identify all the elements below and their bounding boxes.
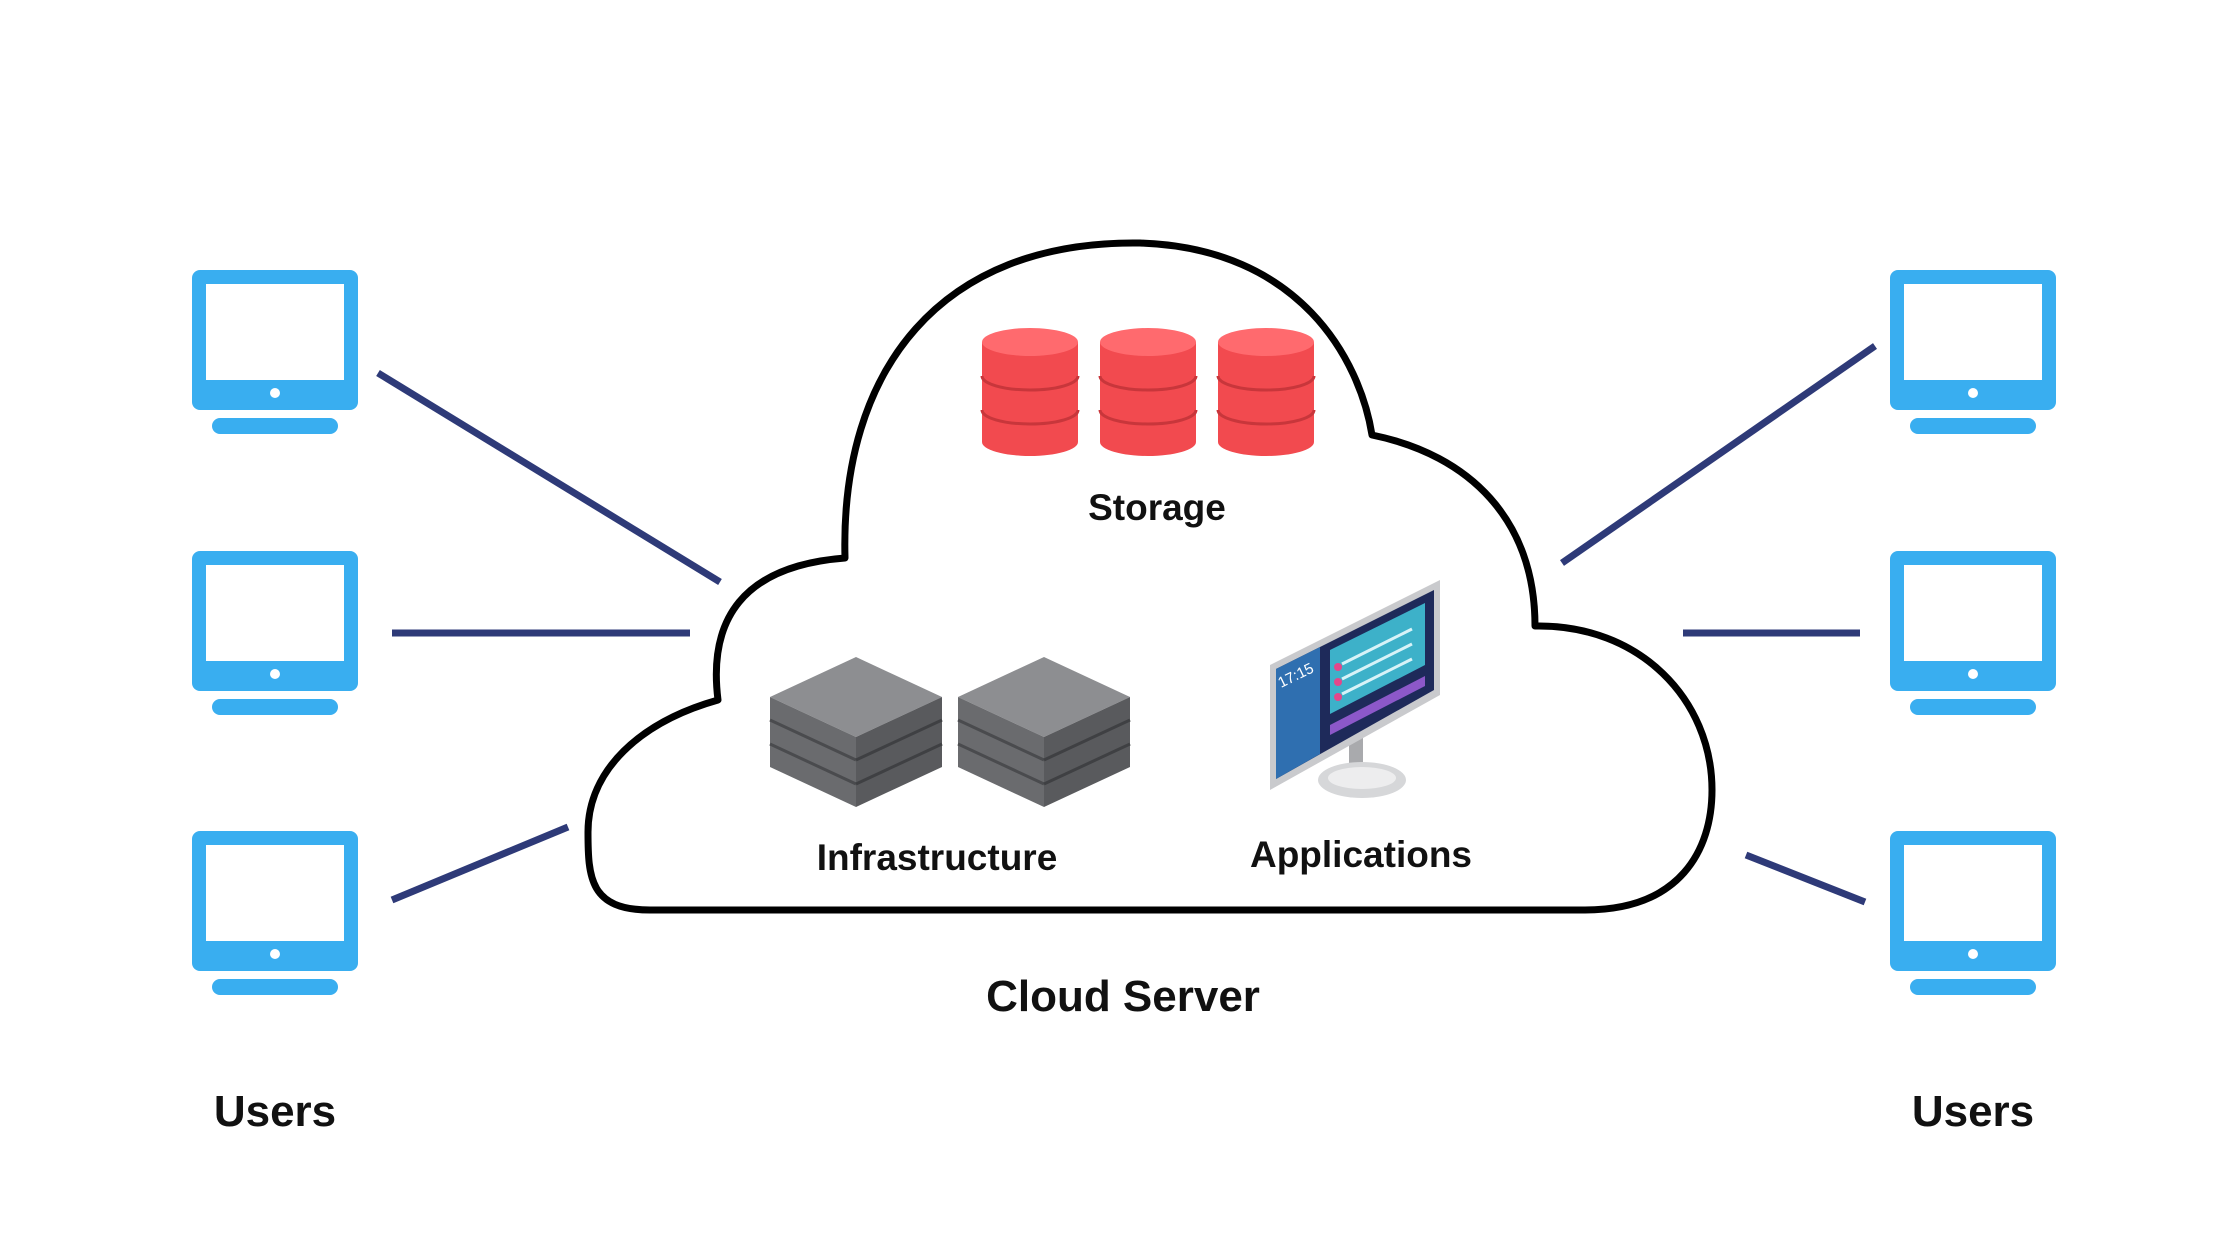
connector-line	[376, 370, 722, 585]
connector-line	[390, 823, 570, 904]
infrastructure-label: Infrastructure	[817, 837, 1058, 878]
applications-display-icon: 17:15	[1270, 580, 1440, 798]
applications-label: Applications	[1250, 834, 1472, 875]
server-rack-icon	[769, 657, 943, 807]
storage-label: Storage	[1088, 487, 1226, 528]
user-monitor-icon	[1890, 270, 2056, 434]
connector-line	[1744, 851, 1867, 906]
users-left-label: Users	[214, 1087, 336, 1136]
database-icon	[980, 328, 1080, 456]
cloud-server-label: Cloud Server	[986, 972, 1260, 1021]
users-right-group	[1890, 270, 2056, 995]
storage-group	[980, 328, 1316, 456]
user-monitor-icon	[1890, 551, 2056, 715]
database-icon	[1216, 328, 1316, 456]
connectors-right	[1560, 343, 1877, 906]
user-monitor-icon	[192, 831, 358, 995]
server-rack-icon	[957, 657, 1131, 807]
users-left-group	[192, 270, 358, 995]
database-icon	[1098, 328, 1198, 456]
user-monitor-icon	[192, 270, 358, 434]
user-monitor-icon	[1890, 831, 2056, 995]
users-right-label: Users	[1912, 1087, 2034, 1136]
connectors-left	[376, 370, 722, 904]
infrastructure-group	[769, 657, 1131, 807]
connector-line	[1560, 343, 1877, 566]
user-monitor-icon	[192, 551, 358, 715]
